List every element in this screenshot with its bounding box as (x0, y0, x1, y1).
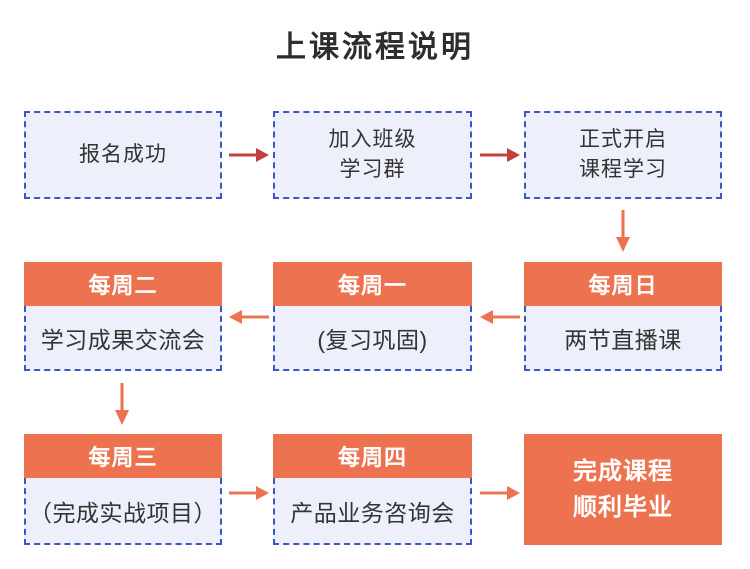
arrow-down-icon (613, 209, 633, 253)
step-graduation: 完成课程 顺利毕业 (524, 434, 722, 545)
step-join-class-group: 加入班级 学习群 (273, 111, 472, 199)
step-day-header: 每周日 (524, 262, 722, 306)
step-start-course: 正式开启 课程学习 (524, 111, 722, 199)
step-day-header: 每周三 (24, 434, 222, 478)
arrow-right-icon (479, 146, 521, 164)
arrow-right-icon (479, 484, 521, 502)
arrow-left-icon (479, 308, 521, 326)
step-tuesday: 每周二 学习成果交流会 (24, 262, 222, 371)
arrow-left-icon (228, 308, 270, 326)
step-day-header: 每周二 (24, 262, 222, 306)
step-signup-success: 报名成功 (24, 111, 222, 199)
page-title: 上课流程说明 (276, 31, 474, 64)
step-day-header: 每周四 (273, 434, 472, 478)
step-activity: 学习成果交流会 (24, 306, 222, 371)
arrow-down-icon (112, 382, 132, 426)
step-thursday: 每周四 产品业务咨询会 (273, 434, 472, 545)
step-activity: 产品业务咨询会 (273, 478, 472, 545)
step-sunday: 每周日 两节直播课 (524, 262, 722, 371)
step-day-header: 每周一 (273, 262, 472, 306)
arrow-right-icon (228, 484, 270, 502)
step-wednesday: 每周三 （完成实战项目） (24, 434, 222, 545)
step-activity: (复习巩固) (273, 306, 472, 371)
step-activity: 两节直播课 (524, 306, 722, 371)
step-monday: 每周一 (复习巩固) (273, 262, 472, 371)
step-activity: （完成实战项目） (24, 478, 222, 545)
arrow-right-icon (228, 146, 270, 164)
